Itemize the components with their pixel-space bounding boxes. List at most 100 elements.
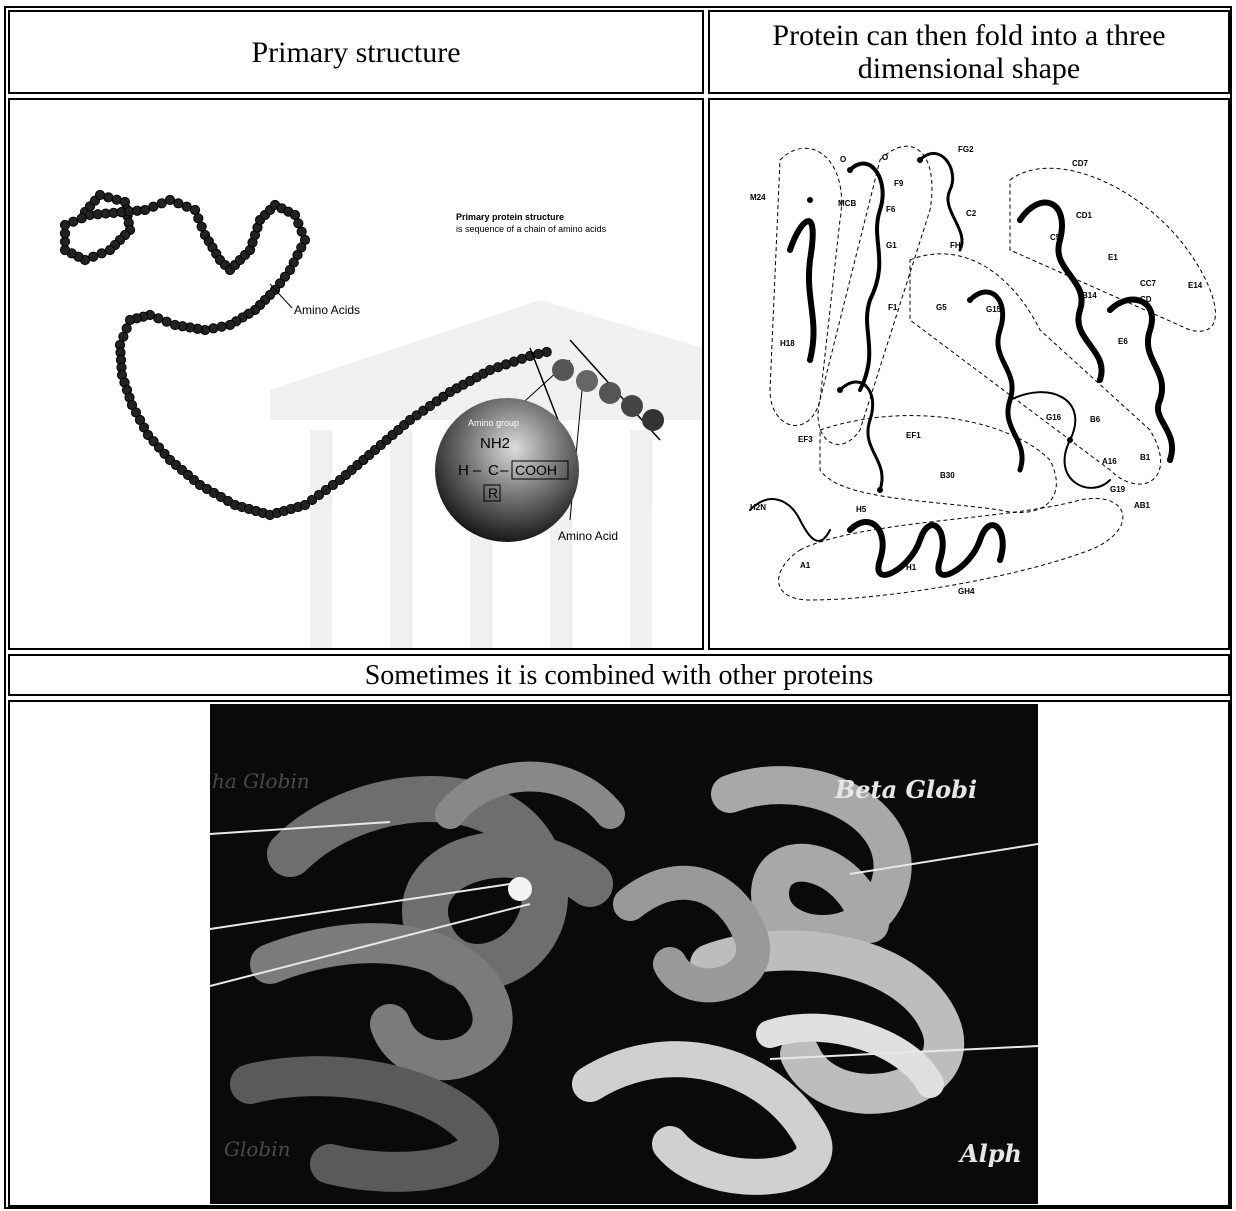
amino-acid-bead	[164, 194, 176, 206]
amino-acid-bead	[94, 189, 106, 201]
pointer-lines	[210, 821, 1038, 1060]
amino-acid-sphere	[435, 398, 579, 542]
residue-label: B30	[940, 471, 955, 480]
residue-label: EF3	[798, 435, 813, 444]
residue-label: B6	[1090, 415, 1101, 424]
amino-acid-bead	[59, 236, 71, 247]
residue-label: H1	[906, 563, 917, 572]
caption-cell: Sometimes it is combined with other prot…	[8, 654, 1230, 696]
partial-globin-label-bottom: Globin	[224, 1137, 291, 1161]
residue-label: F9	[894, 179, 904, 188]
amino-acid-bead	[88, 251, 99, 262]
residue-label: F6	[886, 205, 896, 214]
magnified-bead	[552, 359, 574, 381]
amino-acid-bead	[296, 226, 307, 237]
caption-combined-proteins: Sometimes it is combined with other prot…	[364, 659, 874, 691]
amino-acid-bead	[161, 316, 172, 327]
protein-ribbon	[749, 152, 1175, 578]
residue-label: FG2	[958, 145, 974, 154]
residue-dots	[807, 157, 1173, 563]
primary-structure-diagram: Amino group NH2 H – C – COOH R Amino Aci…	[59, 189, 710, 650]
amino-acid-chain	[59, 189, 552, 521]
amino-acid-bead	[196, 221, 207, 232]
amino-acid-bead	[68, 216, 79, 227]
residue-label: B1	[1140, 453, 1151, 462]
residue-label: A1	[800, 561, 811, 570]
header-cell-right: Protein can then fold into a three dimen…	[708, 10, 1230, 94]
amino-acid-bead	[193, 213, 204, 224]
amino-acid-bead	[59, 228, 71, 239]
amino-acid-bead	[139, 204, 151, 216]
residue-label: O	[882, 153, 888, 162]
helix-outlines	[769, 145, 1216, 601]
amino-acid-bead	[118, 331, 129, 342]
amino-acid-bead	[216, 321, 227, 332]
amino-acid-bead	[173, 198, 184, 209]
residue-label: G16	[1046, 413, 1062, 422]
formula-h: H	[458, 462, 469, 479]
amino-acid-bead	[103, 192, 114, 203]
amino-acid-bead	[274, 278, 286, 289]
residue-label: C5	[1050, 233, 1061, 242]
magnified-bead	[642, 409, 664, 431]
residue-label: H5	[856, 505, 867, 514]
residue-label: AB1	[1134, 501, 1151, 510]
residue-label: E1	[1108, 253, 1118, 262]
svg-text:–: –	[473, 462, 482, 479]
residue-label: CD7	[1072, 159, 1089, 168]
amino-acid-bead	[320, 484, 332, 496]
amino-acid-bead	[121, 323, 132, 334]
residue-label: E14	[1188, 281, 1203, 290]
amino-acid-bead	[124, 314, 136, 326]
amino-acids-label: Amino Acids	[294, 303, 360, 317]
residue-label: G19	[1110, 485, 1126, 494]
amino-acid-bead	[59, 244, 71, 256]
magnified-bead	[599, 382, 621, 404]
description-line2: is sequence of a chain of amino acids	[456, 224, 607, 234]
amino-acid-bead	[533, 348, 544, 360]
residue-label: B14	[1082, 291, 1097, 300]
amino-acid-bead	[306, 494, 318, 506]
primary-structure-cell: Amino group NH2 H – C – COOH R Amino Aci…	[8, 98, 710, 650]
amino-acid-bead	[289, 209, 301, 221]
amino-acid-bead	[104, 244, 116, 256]
formula-nh2: NH2	[480, 435, 510, 452]
residue-label: F1	[888, 303, 898, 312]
amino-acid-bead	[76, 213, 87, 224]
residue-label: H18	[780, 339, 795, 348]
residue-label: MCB	[838, 199, 856, 208]
svg-text:–: –	[500, 462, 509, 479]
residue-label: O	[840, 155, 846, 164]
amino-acid-bead	[284, 264, 296, 276]
amino-acid-bead	[181, 201, 192, 212]
globin-ribbons	[230, 761, 965, 1195]
residue-label: G15	[986, 305, 1002, 314]
formula-c: C	[488, 462, 499, 479]
header-primary-structure: Primary structure	[251, 35, 461, 69]
amino-acid-bead	[96, 248, 107, 259]
amino-acid-bead	[111, 194, 122, 205]
residue-label: CD1	[1076, 211, 1093, 220]
amino-acid-label: Amino Acid	[558, 529, 618, 543]
header-cell-left: Primary structure	[8, 10, 704, 94]
magnified-bead	[576, 370, 598, 392]
residue-label: E6	[1118, 337, 1128, 346]
partial-globin-label-top: ha Globin	[212, 769, 310, 793]
header-folding: Protein can then fold into a three dimen…	[772, 19, 1166, 85]
description-line1: Primary protein structure	[456, 212, 564, 222]
residue-label: CC7	[1140, 279, 1157, 288]
residue-label: A16	[1102, 457, 1117, 466]
residue-label: EF1	[906, 431, 921, 440]
amino-acid-bead	[169, 319, 181, 331]
amino-acid-bead	[59, 219, 71, 231]
complex-image-cell: Beta Globi Alph ha Globin Globin	[8, 700, 1230, 1207]
formula-cooh: COOH	[515, 462, 557, 478]
amino-acid-bead	[293, 218, 304, 229]
residue-label: G5	[936, 303, 947, 312]
heme-highlight	[508, 877, 532, 901]
beta-globin-label: Beta Globi	[834, 775, 977, 804]
magnified-bead	[621, 395, 643, 417]
residue-label: GH4	[958, 587, 975, 596]
